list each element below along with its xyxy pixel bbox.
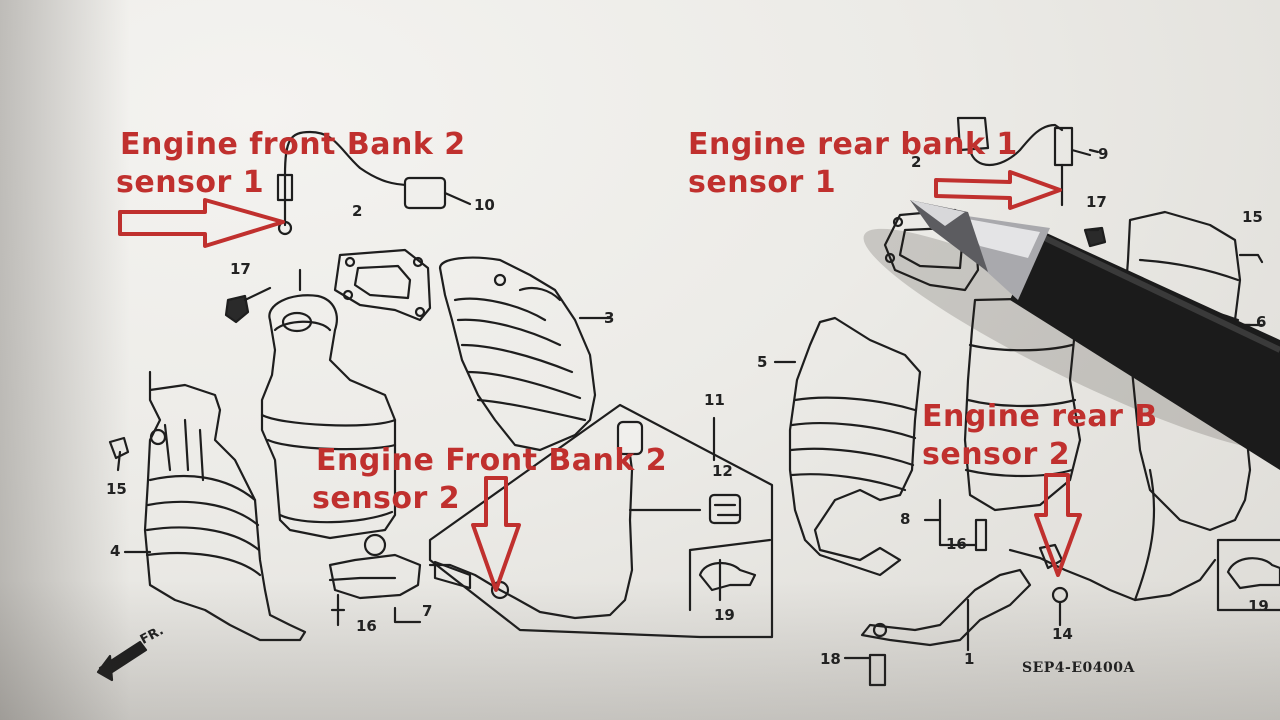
part-number: 19 [1248, 597, 1269, 615]
callout-rear-bank1-sensor1: Engine rear bank 1 sensor 1 [688, 126, 1018, 202]
arrow-rear-sensor2 [1034, 473, 1082, 577]
part-number: 6 [1256, 313, 1267, 331]
heat-shield-4 [123, 370, 307, 642]
part-number: 4 [110, 542, 121, 560]
part-number: 10 [474, 196, 495, 214]
box-11-outline [428, 403, 774, 639]
part-number: 2 [911, 153, 922, 171]
part-number: 15 [106, 480, 127, 498]
part-number: 18 [820, 650, 841, 668]
photo-shadow-left [0, 0, 130, 720]
front-bank2-sensor1-assembly [276, 130, 472, 236]
callout-line2: sensor 2 [312, 481, 461, 516]
heat-shield-3 [438, 256, 612, 452]
part-number: 17 [230, 260, 251, 278]
callout-front-bank2-sensor1: Engine front Bank 2 sensor 1 [116, 126, 466, 202]
callout-line1: Engine rear bank 1 [688, 127, 1018, 162]
photo-shadow-bottom [0, 580, 1280, 720]
part-number: 12 [712, 462, 733, 480]
arrow-rear-sensor1 [934, 170, 1062, 210]
front-catalytic-converter [260, 268, 397, 540]
part-number: 17 [1086, 193, 1107, 211]
part-number: 16 [356, 617, 377, 635]
clamp-12 [708, 493, 742, 525]
arrow-front-sensor1 [118, 198, 285, 248]
callout-line2: sensor 1 [688, 165, 837, 200]
part-number: 11 [704, 391, 725, 409]
part-number: 1 [964, 650, 975, 668]
callout-line2: sensor 1 [116, 165, 265, 200]
callout-line1: Engine rear B [922, 399, 1158, 434]
callout-front-bank2-sensor2: Engine Front Bank 2 sensor 2 [312, 442, 668, 518]
heat-shield-5 [773, 316, 922, 577]
part-number: 8 [900, 510, 911, 528]
front-bank2-sensor2-assembly [428, 420, 702, 620]
callout-line1: Engine front Bank 2 [120, 127, 466, 162]
front-flange-7 [328, 533, 422, 627]
clamp-19-front [698, 558, 757, 602]
part-number: 2 [352, 202, 363, 220]
part-number: 3 [604, 309, 615, 327]
arrow-front-sensor2 [471, 476, 521, 592]
callout-line2: sensor 2 [922, 437, 1071, 472]
callout-rear-bank1-sensor2: Engine rear B sensor 2 [922, 398, 1158, 474]
rear-flange-1 [843, 568, 1032, 687]
part-number: 5 [757, 353, 768, 371]
part-number: 19 [714, 606, 735, 624]
diagram-code: SEP4-E0400A [1022, 660, 1135, 676]
pen-pointer [863, 200, 1280, 470]
part-number: 7 [422, 602, 433, 620]
rear-studs-16 [923, 498, 988, 552]
rear-bank1-sensor1-assembly [956, 116, 1092, 207]
part-number: 9 [1098, 145, 1109, 163]
part-number: 16 [946, 535, 967, 553]
part-number: 15 [1242, 208, 1263, 226]
red-arrows [118, 170, 1082, 592]
front-gasket-2 [333, 248, 432, 322]
callout-line1: Engine Front Bank 2 [316, 443, 668, 478]
part-number: 14 [1052, 625, 1073, 643]
